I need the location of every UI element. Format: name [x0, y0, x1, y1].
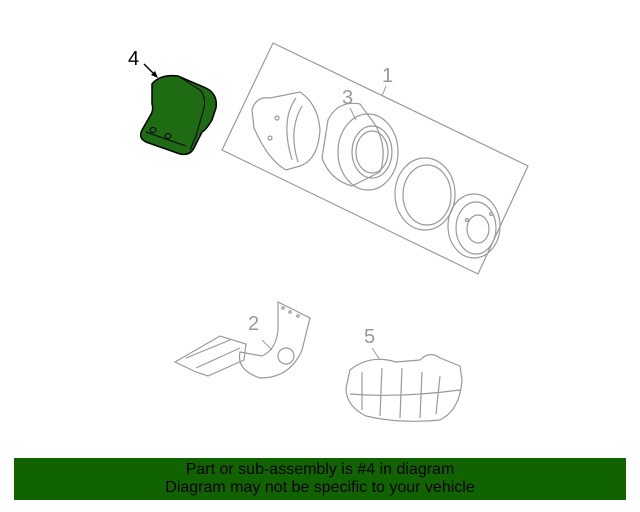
banner-line-part-info: Part or sub-assembly is #4 in diagram — [185, 461, 455, 478]
part-5-air-duct[interactable] — [345, 353, 463, 422]
svg-text:2: 2 — [248, 313, 259, 335]
part-2-bracket[interactable] — [173, 301, 311, 379]
svg-text:3: 3 — [342, 87, 353, 109]
callout-5: 5 — [364, 326, 381, 361]
callout-1: 1 — [381, 65, 393, 97]
svg-text:4: 4 — [128, 48, 139, 70]
svg-text:5: 5 — [364, 326, 375, 348]
callout-4: 4 — [128, 48, 158, 78]
callout-2: 2 — [248, 313, 273, 351]
banner-line-disclaimer: Diagram may not be specific to your vehi… — [165, 479, 475, 496]
callout-3: 3 — [342, 87, 357, 121]
part-4-highlighted[interactable] — [139, 74, 218, 156]
svg-text:1: 1 — [382, 65, 393, 87]
info-banner: Part or sub-assembly is #4 in diagram Di… — [14, 458, 626, 500]
part-1-air-cleaner-assembly[interactable] — [221, 42, 529, 275]
